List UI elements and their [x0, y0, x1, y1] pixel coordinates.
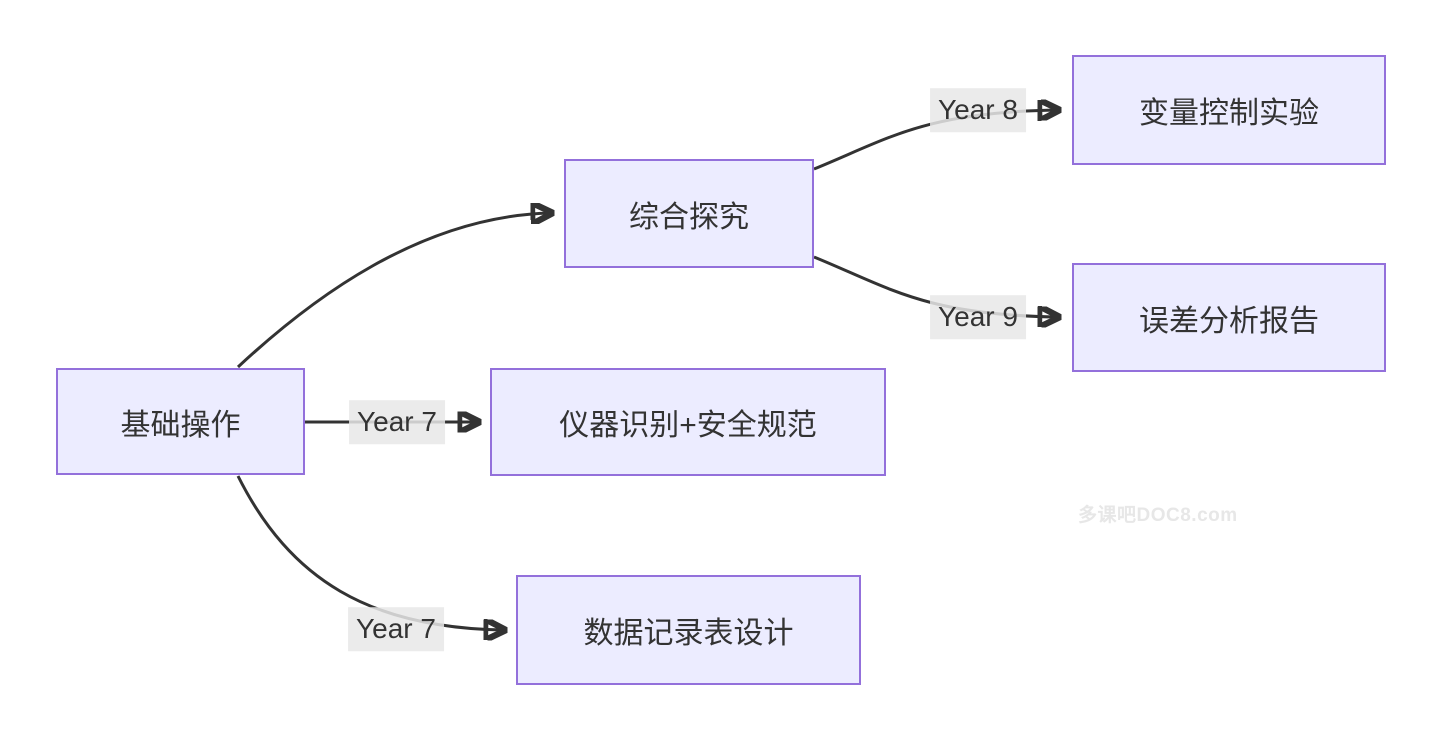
watermark: 多课吧DOC8.com [1078, 505, 1238, 526]
edge-label-year-9: Year 9 [930, 295, 1026, 339]
node-data-record-table-design: 数据记录表设计 [516, 575, 861, 685]
edge-label-year-7-instruments: Year 7 [349, 400, 445, 444]
node-variable-control-experiment-label: 变量控制实验 [1139, 97, 1319, 130]
node-error-analysis-report-label: 误差分析报告 [1139, 304, 1319, 338]
edge-basic-to-inquiry [236, 213, 551, 369]
node-basic-operations: 基础操作 [56, 368, 305, 475]
edge-basic-to-data-record [236, 475, 504, 630]
node-error-analysis-report: 误差分析报告 [1072, 263, 1386, 372]
edge-label-year-7-data-record: Year 7 [348, 607, 444, 651]
node-comprehensive-inquiry: 综合探究 [564, 159, 814, 268]
node-instrument-id-safety-label: 仪器识别+安全规范 [559, 409, 817, 442]
node-basic-operations-label: 基础操作 [120, 408, 241, 442]
node-instrument-id-safety: 仪器识别+安全规范 [490, 368, 886, 476]
edge-label-year-8: Year 8 [930, 88, 1026, 132]
node-comprehensive-inquiry-label: 综合探究 [629, 200, 749, 234]
node-variable-control-experiment: 变量控制实验 [1072, 55, 1386, 165]
node-data-record-table-design-label: 数据记录表设计 [583, 617, 794, 650]
